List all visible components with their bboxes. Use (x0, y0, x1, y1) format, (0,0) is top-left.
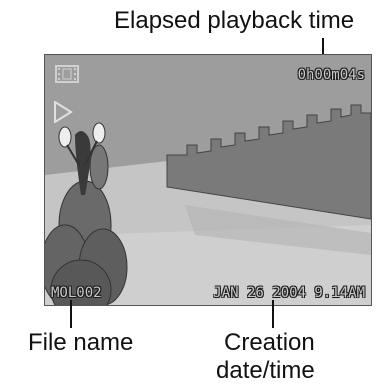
creation-callout-line1: Creation (224, 329, 315, 356)
creation-callout-line2: date/time (216, 357, 315, 384)
film-frame-icon (55, 65, 79, 83)
elapsed-time-leader (322, 38, 324, 68)
creation-date-time-value: JAN 26 2004 9.14AM (213, 285, 365, 301)
camera-playback-screen: 0h00m04s MOL002 JAN 26 2004 9.14AM (44, 54, 372, 306)
elapsed-playback-time: 0h00m04s (297, 67, 365, 83)
play-triangle-icon (54, 101, 73, 123)
elapsed-time-callout: Elapsed playback time (114, 7, 355, 34)
playback-scene (45, 55, 371, 305)
file-name-callout: File name (28, 329, 134, 356)
file-name-leader (70, 300, 72, 328)
file-name-value: MOL002 (51, 285, 102, 301)
creation-date-leader (272, 300, 274, 328)
